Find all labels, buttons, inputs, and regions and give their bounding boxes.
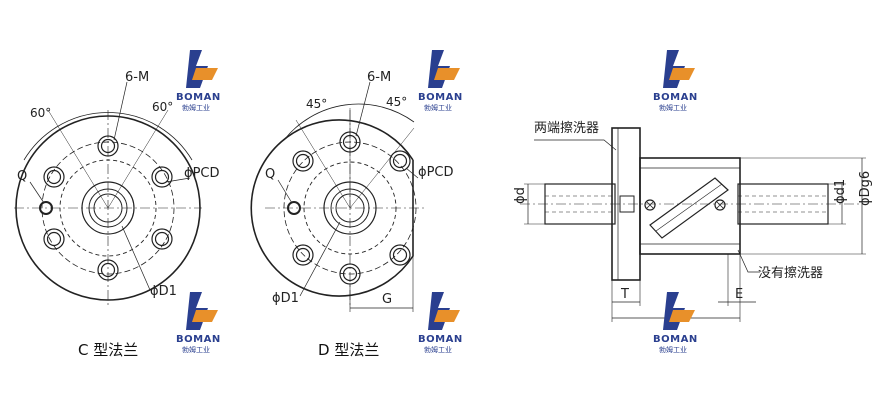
side-d1-label: ϕd1: [833, 179, 848, 204]
logo-6-name: BOMAN: [653, 334, 698, 345]
tube-screw-left: [644, 199, 656, 211]
logo-4-subtitle: 勃姆工业: [182, 345, 210, 354]
d-d1-leader: [299, 221, 341, 297]
d-q-leader: [277, 179, 293, 204]
c-q-label: Q: [17, 169, 27, 184]
d-angle-right-label: 45°: [386, 95, 407, 109]
c-inner-dashed-circle: [59, 159, 157, 257]
c-flange-view: [14, 81, 202, 305]
brand-logo-3: BOMAN 勃姆工业: [653, 50, 698, 112]
logo-2-name: BOMAN: [418, 92, 463, 103]
d-flange-caption: D 型法兰: [318, 341, 379, 359]
logo-5-name: BOMAN: [418, 334, 463, 345]
logo-1-name: BOMAN: [176, 92, 221, 103]
c-nut-outer: [81, 181, 135, 235]
side-t-label: T: [620, 287, 629, 302]
brand-logo-2: BOMAN 勃姆工业: [418, 50, 463, 112]
d-flange-outline: [250, 119, 414, 297]
c-angle-line-right: [107, 109, 169, 209]
c-screw-bore: [93, 193, 123, 223]
wiper-none-label: 没有擦洗器: [758, 266, 823, 281]
side-e-label: E: [735, 287, 743, 302]
d-angle-arc: [283, 103, 415, 141]
c-pcd-label: ϕPCD: [184, 166, 220, 181]
wiper-none-leader: [737, 249, 760, 273]
nut-body: [639, 157, 741, 255]
brand-logo-5: BOMAN 勃姆工业: [418, 292, 463, 354]
brand-logo-6: BOMAN 勃姆工业: [653, 292, 698, 354]
c-oil-hole: [39, 201, 53, 215]
logo-1-subtitle: 勃姆工业: [182, 103, 210, 112]
logo-3-subtitle: 勃姆工业: [659, 103, 687, 112]
side-view: [520, 127, 866, 322]
d-oil-hole: [287, 201, 301, 215]
c-angle-arc: [23, 112, 193, 161]
d-pcd-label: ϕPCD: [418, 165, 454, 180]
wiper-block: [619, 195, 635, 213]
d-angle-left-label: 45°: [306, 97, 327, 111]
d-hole-label: 6-M: [367, 70, 391, 85]
logo-4-name: BOMAN: [176, 334, 221, 345]
brand-logo-4: BOMAN 勃姆工业: [176, 292, 221, 354]
c-hole-label: 6-M: [125, 70, 149, 85]
d-angle-line-left: [295, 119, 351, 209]
logo-6-subtitle: 勃姆工业: [659, 345, 687, 354]
c-angle-left-label: 60°: [30, 106, 51, 120]
c-pcd-circle: [41, 141, 175, 275]
side-dg6-label: ϕDg6: [858, 171, 873, 206]
return-tube: [649, 177, 729, 239]
logo-2-subtitle: 勃姆工业: [424, 103, 452, 112]
d-q-label: Q: [265, 167, 275, 182]
d-6m-leader: [355, 81, 371, 137]
d-angle-line-right: [349, 127, 415, 209]
c-nut-middle: [88, 188, 128, 228]
c-6m-leader: [113, 81, 128, 141]
d-pcd-leader: [405, 167, 419, 179]
c-d1-leader: [121, 225, 151, 291]
c-flange-caption: C 型法兰: [78, 341, 138, 359]
brand-logo-1: BOMAN 勃姆工业: [176, 50, 221, 112]
c-pcd-leader: [165, 177, 191, 183]
c-d1-label: ϕD1: [150, 284, 177, 299]
wiper-both-label: 两端擦洗器: [534, 121, 599, 136]
d-d1-label: ϕD1: [272, 291, 299, 306]
c-angle-line-left: [47, 109, 109, 209]
logo-3-name: BOMAN: [653, 92, 698, 103]
c-q-leader: [29, 181, 45, 204]
logo-5-subtitle: 勃姆工业: [424, 345, 452, 354]
d-flange-view: [250, 81, 425, 312]
side-d-label: ϕd: [513, 187, 528, 204]
d-inner-dashed-circle: [303, 161, 397, 255]
wiper-both-leader: [534, 139, 617, 151]
tube-screw-right: [714, 199, 726, 211]
c-bolt-holes: [43, 135, 173, 281]
d-g-label: G: [382, 292, 392, 307]
c-angle-right-label: 60°: [152, 100, 173, 114]
